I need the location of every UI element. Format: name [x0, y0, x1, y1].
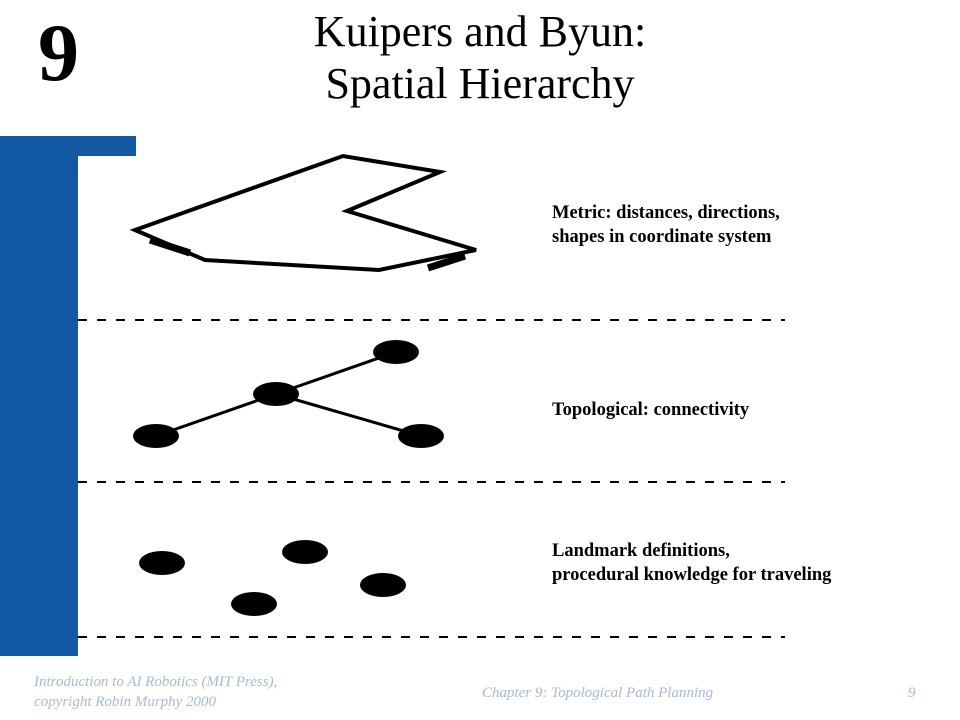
- metric-edge-mark-left: [148, 236, 192, 257]
- topological-label: Topological: connectivity: [552, 398, 749, 422]
- t-shape-outline: [129, 153, 477, 273]
- graph-node: [133, 424, 179, 448]
- metric-edge-mark-right: [426, 252, 467, 272]
- landmark-node: [282, 540, 328, 564]
- metric-shape: [129, 153, 477, 273]
- landmark-label-line-1: Landmark definitions,: [552, 541, 730, 561]
- metric-label-line-1: Metric: distances, directions,: [552, 203, 780, 223]
- footer-source-line-1: Introduction to AI Robotics (MIT Press),: [34, 674, 278, 690]
- title-line-2: Spatial Hierarchy: [325, 59, 635, 108]
- landmarks: [139, 540, 406, 616]
- chapter-number: 9: [38, 7, 79, 98]
- graph-edge: [155, 392, 277, 438]
- graph-edge: [275, 392, 422, 438]
- footer-source-line-2: copyright Robin Murphy 2000: [34, 694, 217, 710]
- metric-label: Metric: distances, directions, shapes in…: [552, 201, 780, 249]
- graph-node: [373, 340, 419, 364]
- landmark-label: Landmark definitions, procedural knowled…: [552, 539, 831, 587]
- topological-graph: [133, 340, 444, 448]
- graph-edge: [275, 350, 397, 396]
- slide-title: Kuipers and Byun: Spatial Hierarchy: [200, 6, 760, 110]
- graph-node: [398, 424, 444, 448]
- footer-page-number: 9: [908, 685, 916, 701]
- metric-label-line-2: shapes in coordinate system: [552, 227, 772, 247]
- accent-bar-side: [0, 136, 78, 656]
- landmark-node: [360, 573, 406, 597]
- title-line-1: Kuipers and Byun:: [313, 7, 647, 56]
- topological-label-line-1: Topological: connectivity: [552, 400, 750, 420]
- landmark-node: [139, 551, 185, 575]
- landmark-node: [231, 592, 277, 616]
- landmark-label-line-2: procedural knowledge for traveling: [552, 565, 832, 585]
- footer-chapter: Chapter 9: Topological Path Planning: [482, 685, 714, 701]
- graph-node: [253, 382, 299, 406]
- footer-source: Introduction to AI Robotics (MIT Press),…: [34, 672, 277, 712]
